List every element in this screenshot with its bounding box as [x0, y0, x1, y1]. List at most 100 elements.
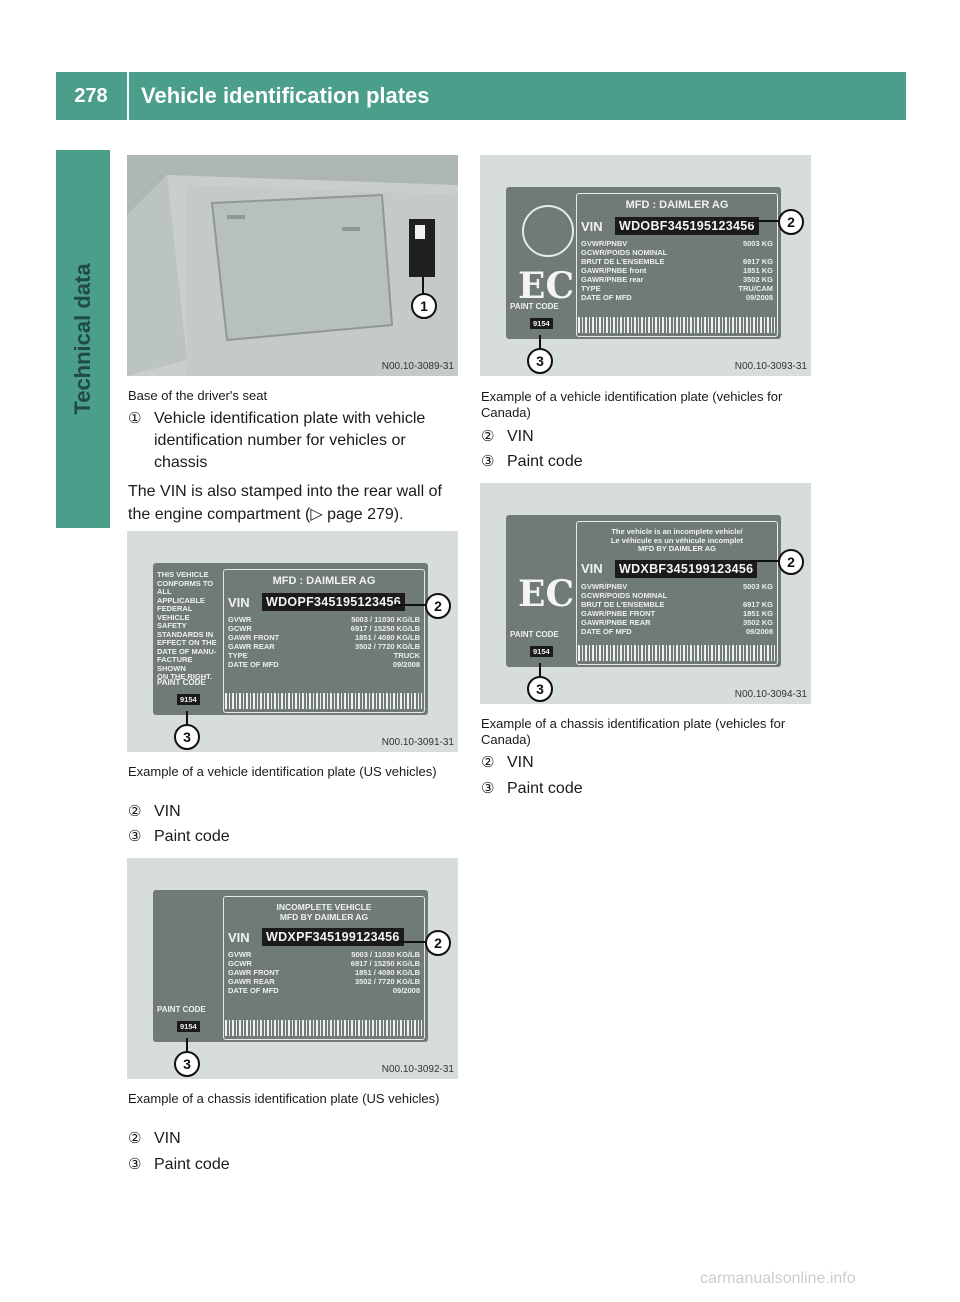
circled-number: ② — [481, 754, 495, 771]
row-value: 5003 KG — [742, 581, 773, 591]
row-value: 09/2008 — [745, 626, 773, 636]
barcode — [225, 693, 422, 709]
row-value: 6917 KG — [742, 257, 773, 266]
row-value: 3502 KG — [742, 275, 773, 284]
list-item: ③ Paint code — [481, 778, 583, 800]
plate-data-panel: MFD : DAIMLER AG VIN WDOPF345195123456 G… — [223, 569, 425, 713]
row-value: 1851 / 4080 KG/LB — [354, 633, 420, 642]
row-label: GVWR/PNBV — [581, 239, 628, 248]
row-value: 09/2008 — [392, 986, 420, 995]
header-bar — [56, 72, 906, 120]
body-paragraph: The VIN is also stamped into the rear wa… — [128, 483, 442, 523]
paint-code-value: 9154 — [177, 694, 200, 705]
plate-data-row: GVWR 5003 / 11030 KG/LB — [228, 615, 420, 624]
row-value: 6917 / 15250 KG/LB — [350, 959, 420, 968]
row-label: GVWR — [228, 615, 252, 624]
circled-number: ② — [128, 1130, 142, 1147]
row-label: BRUT DE L'ENSEMBLE — [581, 599, 665, 609]
ec-mark: EC — [518, 265, 575, 307]
row-label: GCWR — [228, 624, 252, 633]
list-item: ③ Paint code — [481, 451, 583, 473]
vin-label: VIN — [581, 218, 603, 234]
item-text: Paint code — [507, 453, 583, 470]
item-text: Paint code — [154, 1156, 230, 1173]
watermark: carmanualsonline.info — [700, 1270, 856, 1287]
circled-number: ③ — [128, 828, 142, 845]
item-text: VIN — [154, 803, 181, 820]
callout-3: 3 — [174, 724, 200, 750]
callout-3: 3 — [527, 676, 553, 702]
row-label: GCWR/POIDS NOMINAL — [581, 248, 668, 257]
plate-data-row: DATE OF MFD 09/2008 — [228, 986, 420, 995]
row-label: TYPE — [581, 284, 601, 293]
figure-code: N00.10-3093-31 — [734, 361, 807, 372]
list-item: ③ Paint code — [128, 826, 230, 848]
identification-plate: INCOMPLETE VEHICLE MFD BY DAIMLER AG VIN… — [153, 890, 428, 1042]
item-text: VIN — [507, 428, 534, 445]
barcode — [578, 317, 775, 333]
row-value: TRU/CAM — [738, 284, 773, 293]
item-text: Paint code — [507, 780, 583, 797]
list-item: ① Vehicle identification plate with vehi… — [128, 408, 458, 474]
seat-figure-caption: Base of the driver's seat — [128, 388, 268, 403]
item-text: Paint code — [154, 828, 230, 845]
plate-data-row: GCWR/POIDS NOMINAL — [581, 248, 773, 257]
paint-code-label: PAINT CODE — [510, 630, 559, 639]
ec-mark: EC — [518, 573, 575, 615]
list-item: ② VIN — [481, 426, 534, 448]
item-text: Vehicle identification plate with vehicl… — [154, 410, 426, 471]
row-value: 3502 / 7720 KG/LB — [354, 642, 420, 651]
row-value: 6917 KG — [742, 599, 773, 609]
row-value: 5003 / 11030 KG/LB — [351, 950, 420, 959]
list-item: ② VIN — [128, 801, 181, 823]
identification-plate: EC The vehicle is an incomplete vehicle/… — [506, 515, 781, 667]
callout-2: 2 — [778, 209, 804, 235]
plate-data-row: GAWR/PNBE rear 3502 KG — [581, 275, 773, 284]
row-label: GVWR — [228, 950, 252, 959]
plate-header: The vehicle is an incomplete vehicle/ Le… — [610, 527, 744, 553]
identification-plate: EC MFD : DAIMLER AG VIN WDOBF34519512345… — [506, 187, 781, 339]
paint-code-value: 9154 — [530, 318, 553, 329]
row-value: 5003 / 11030 KG/LB — [351, 615, 420, 624]
us-vehicle-plate-figure: THIS VEHICLE CONFORMS TO ALL APPLICABLE … — [127, 531, 458, 752]
row-label: DATE OF MFD — [228, 986, 279, 995]
row-label: GAWR FRONT — [228, 968, 280, 977]
plate-header: INCOMPLETE VEHICLE MFD BY DAIMLER AG — [276, 902, 372, 922]
canada-plate-caption: Example of a vehicle identification plat… — [481, 389, 783, 420]
canada-chassis-caption: Example of a chassis identification plat… — [481, 716, 786, 747]
seat-base-figure: 1 N00.10-3089-31 — [127, 155, 458, 376]
plate-data-row: GCWR/POIDS NOMINAL — [581, 591, 773, 600]
list-item: ② VIN — [481, 752, 534, 774]
row-label: GAWR/PNBE rear — [581, 275, 644, 284]
row-value: 1851 KG — [742, 608, 773, 618]
circled-number: ③ — [128, 1156, 142, 1173]
barcode — [578, 645, 775, 661]
us-chassis-caption: Example of a chassis identification plat… — [128, 1091, 440, 1106]
row-label: DATE OF MFD — [228, 660, 279, 669]
side-tab-label: Technical data — [70, 263, 95, 415]
circled-number: ② — [481, 428, 495, 445]
figure-code: N00.10-3094-31 — [734, 689, 807, 700]
row-label: DATE OF MFD — [581, 626, 632, 636]
paint-code-label: PAINT CODE — [157, 678, 206, 687]
row-label: GCWR/POIDS NOMINAL — [581, 590, 668, 600]
row-value: 3502 / 7720 KG/LB — [354, 977, 420, 986]
item-text: VIN — [507, 754, 534, 771]
paint-code-label: PAINT CODE — [510, 302, 559, 311]
row-value: 09/2008 — [745, 293, 773, 302]
list-item: ② VIN — [128, 1128, 181, 1150]
plate-data-row: TYPE TRU/CAM — [581, 284, 773, 293]
row-value: 09/2008 — [392, 660, 420, 669]
